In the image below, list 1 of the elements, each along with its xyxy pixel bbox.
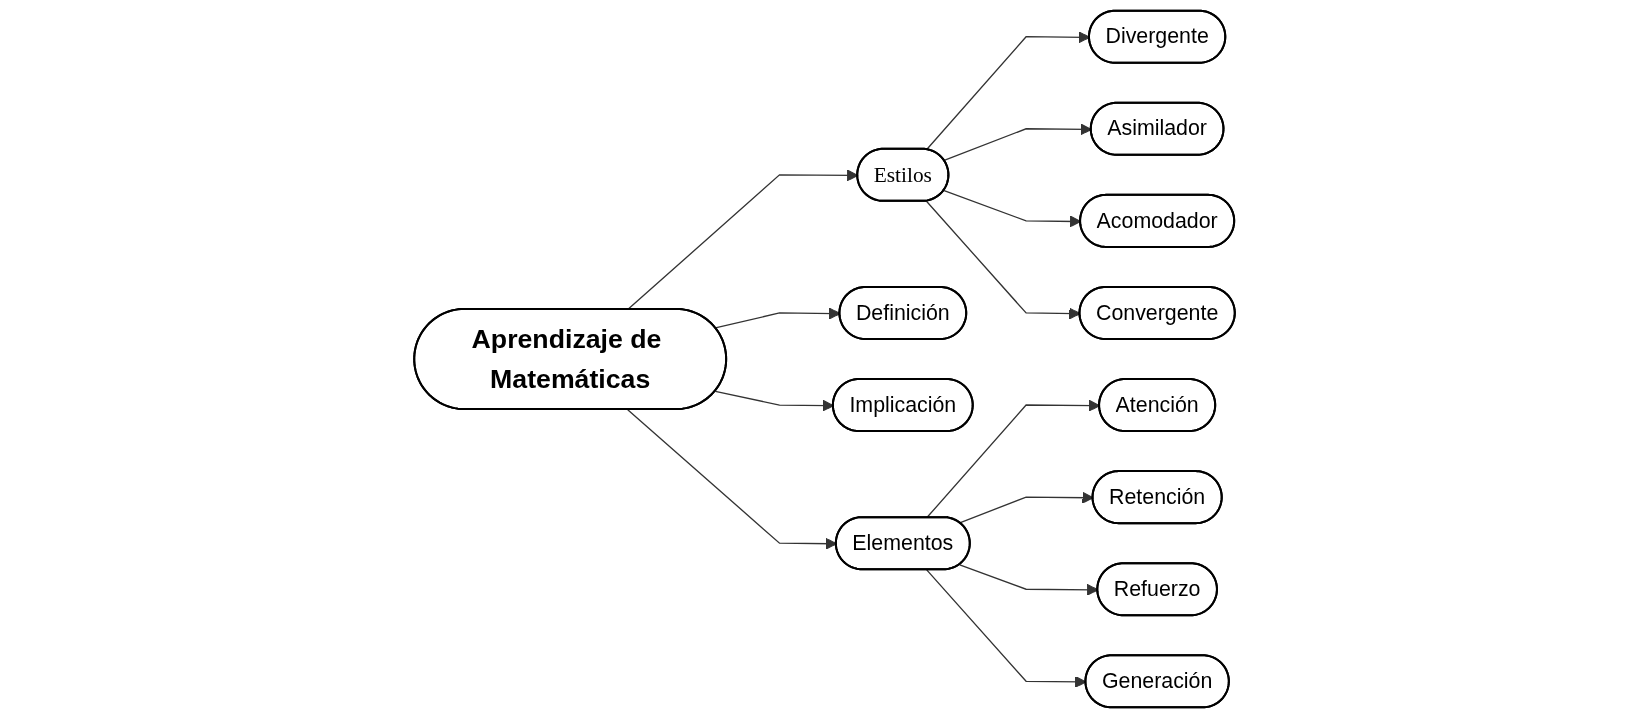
arrow	[943, 123, 1092, 161]
